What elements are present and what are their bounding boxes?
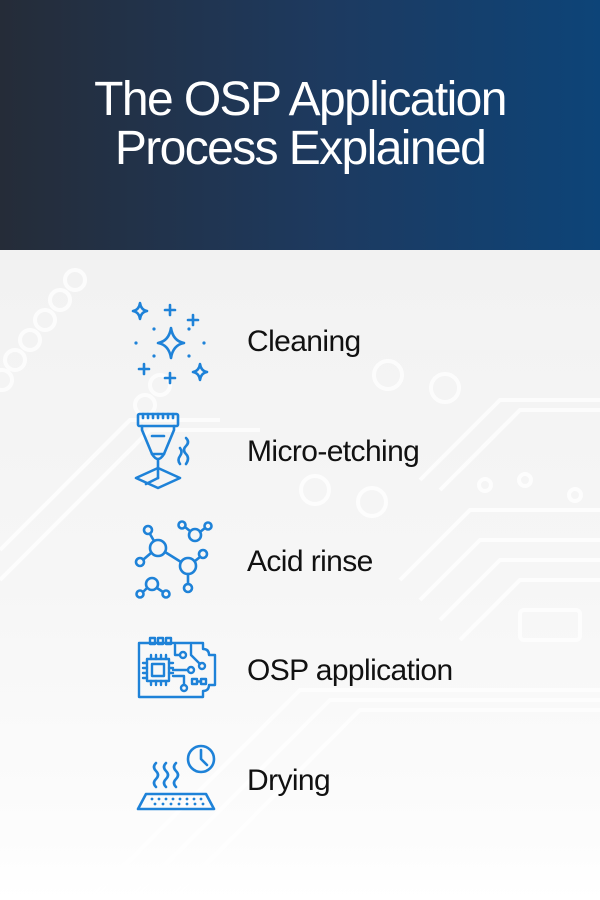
title-line-2: Process Explained <box>114 122 487 175</box>
molecule-icon <box>128 518 218 608</box>
step-drying: Drying <box>0 737 600 827</box>
page-title: The OSP Application Process Explained <box>94 73 507 175</box>
step-cleaning: Cleaning <box>0 298 600 388</box>
step-micro-etching: Micro-etching <box>0 408 600 498</box>
laser-etching-icon <box>128 408 218 498</box>
circuit-board-icon <box>128 627 218 717</box>
step-label: OSP application <box>247 654 453 687</box>
heating-timer-icon <box>128 737 218 827</box>
step-label: Drying <box>247 764 331 797</box>
step-acid-rinse: Acid rinse <box>0 518 600 608</box>
step-osp-application: OSP application <box>0 627 600 717</box>
circuit-background-pattern <box>0 268 600 900</box>
title-line-1: The OSP Application <box>94 73 507 126</box>
header-banner: The OSP Application Process Explained <box>0 0 600 250</box>
step-label: Micro-etching <box>247 435 420 468</box>
step-label: Cleaning <box>247 325 361 358</box>
sparkles-icon <box>128 298 218 388</box>
step-label: Acid rinse <box>247 545 373 578</box>
steps-panel: Cleaning Micro-etc <box>0 250 600 900</box>
